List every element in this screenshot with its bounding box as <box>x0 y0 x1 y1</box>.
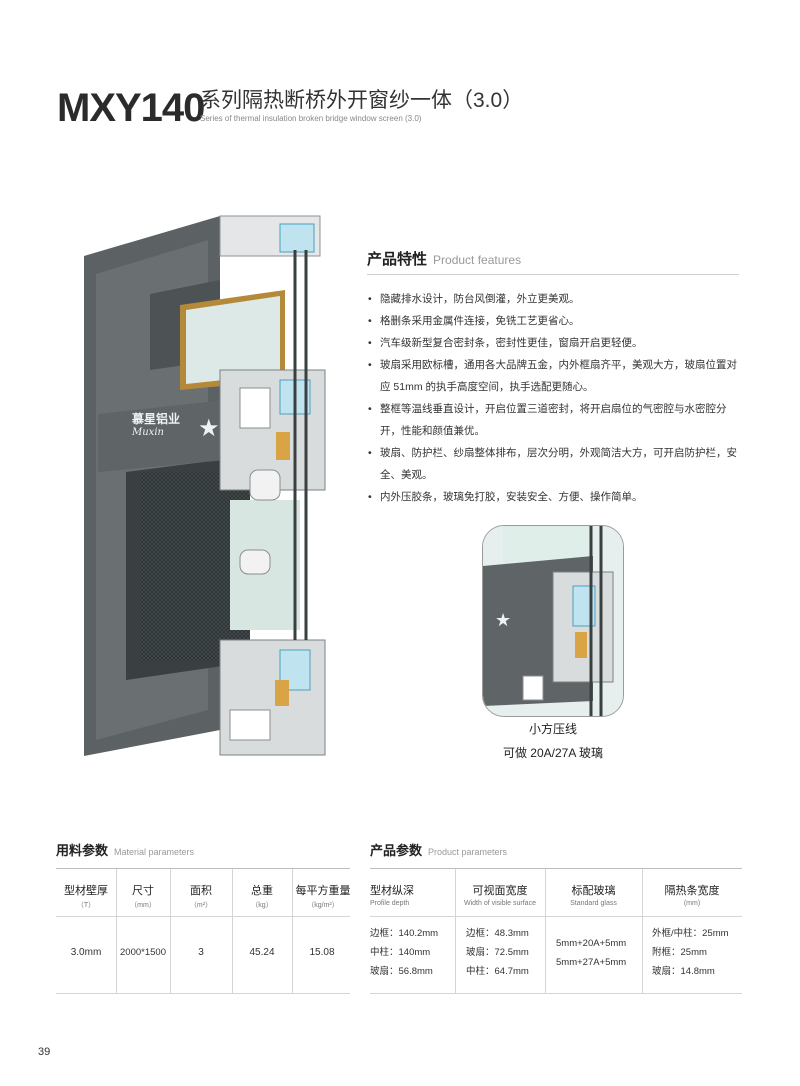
col-header-area: 面积 （m²） <box>189 885 213 909</box>
series-title: 系列隔热断桥外开窗纱一体（3.0） <box>200 89 524 112</box>
series-title-english: Series of thermal insulation broken brid… <box>200 114 422 123</box>
feature-item: 隐藏排水设计，防台风倒灌，外立更美观。 <box>368 288 738 310</box>
value-wall-thickness: 3.0mm <box>70 947 102 958</box>
value-size: 2000*1500 <box>120 947 166 958</box>
profile-cross-section <box>219 215 326 756</box>
window-profile-illustration: 慕星铝业 Muxin ★ <box>80 210 340 770</box>
model-number: MXY140 <box>57 86 205 130</box>
features-list: 隐藏排水设计，防台风倒灌，外立更美观。 格删条采用金属件连接，免铣工艺更省心。 … <box>368 288 738 508</box>
glazing-bead-detail-drawing: ★ <box>483 526 623 716</box>
profile-depth-values: 边框：140.2mm 中柱：140mm 玻扇：56.8mm <box>370 928 439 977</box>
feature-item: 格删条采用金属件连接，免铣工艺更省心。 <box>368 310 738 332</box>
value-weight-per-sqm: 15.08 <box>309 947 335 958</box>
page-number: 39 <box>38 1046 51 1058</box>
col-header-visible-width: 可视面宽度 Width of visible surface <box>464 885 536 907</box>
standard-glass-values: 5mm+20A+5mm 5mm+27A+5mm <box>556 938 627 968</box>
detail-caption-title: 小方压线 <box>528 722 577 736</box>
col-header-profile-depth: 型材纵深 Profile depth <box>370 885 414 907</box>
value-total-weight: 45.24 <box>249 947 275 958</box>
brand-logo: 慕星铝业 Muxin <box>132 412 181 438</box>
col-header-insulation-strip-width: 隔热条宽度 (mm) <box>664 885 720 907</box>
insulation-strip-values: 外框/中柱：25mm 附框：25mm 玻扇：14.8mm <box>652 928 729 977</box>
feature-item: 玻扇、防护栏、纱扇整体排布，层次分明，外观简洁大方，可开启防护栏，安全、美观。 <box>368 442 738 486</box>
detail-caption-glass: 可做 20A/27A 玻璃 <box>502 746 604 760</box>
svg-text:★: ★ <box>495 610 511 631</box>
feature-item: 汽车级新型复合密封条，密封性更佳，窗扇开启更轻便。 <box>368 332 738 354</box>
star-logo-icon: ★ <box>198 415 220 442</box>
feature-item: 整框等温线垂直设计，开启位置三道密封，将开启扇位的气密腔与水密腔分开，性能和颜值… <box>368 398 738 442</box>
col-header-standard-glass: 标配玻璃 Standard glass <box>570 885 617 907</box>
col-header-wall-thickness: 型材壁厚 （T） <box>64 885 108 909</box>
feature-item: 内外压胶条，玻璃免打胶，安装安全、方便、操作简单。 <box>368 486 738 508</box>
visible-width-values: 边框：48.3mm 玻扇：72.5mm 中柱：64.7mm <box>466 928 529 977</box>
col-header-size: 尺寸 （mm） <box>130 885 156 909</box>
value-area: 3 <box>198 947 204 958</box>
col-header-weight-per-sqm: 每平方重量 （kg/m²） <box>295 885 351 909</box>
detail-closeup-image: ★ <box>482 525 624 717</box>
window-section-drawing <box>84 215 326 756</box>
feature-item: 玻扇采用欧标槽，通用各大品牌五金，内外框扇齐平，美观大方，玻扇位置对应 51mm… <box>368 354 738 398</box>
col-header-total-weight: 总重 （kg） <box>251 885 273 909</box>
